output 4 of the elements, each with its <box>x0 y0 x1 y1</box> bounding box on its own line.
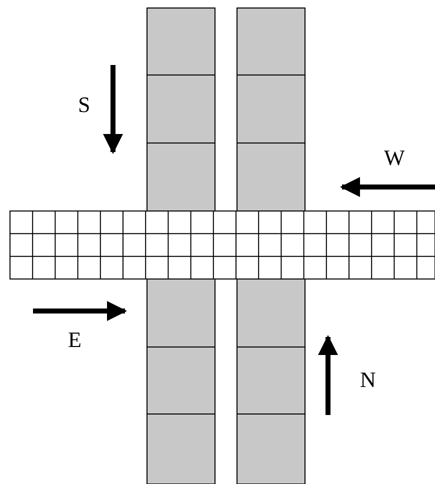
direction-label: W <box>384 146 405 170</box>
direction-label: N <box>360 368 376 392</box>
direction-label: E <box>68 328 82 352</box>
direction-label: S <box>78 93 90 117</box>
